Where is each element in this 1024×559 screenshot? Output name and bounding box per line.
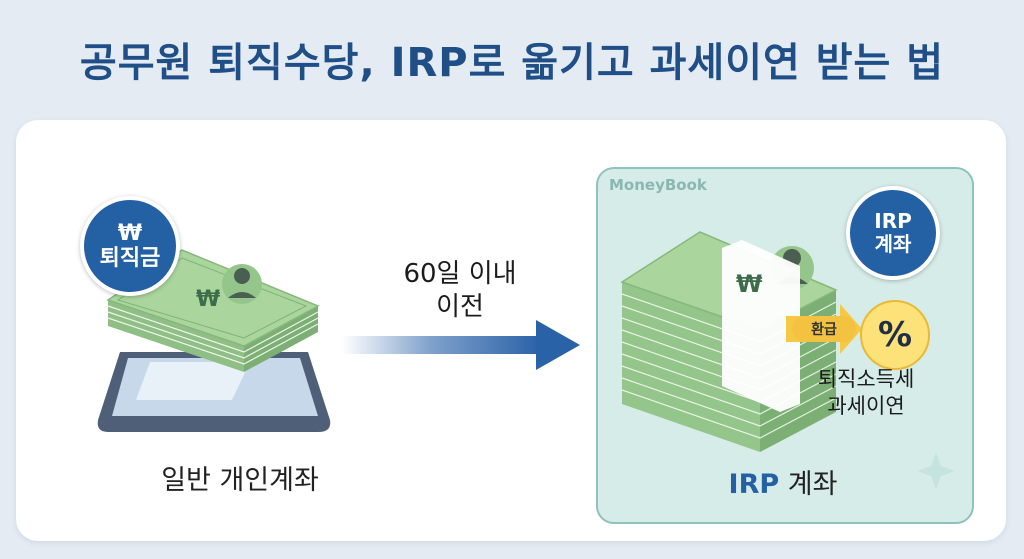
retirement-pay-badge: ₩ 퇴직금	[80, 196, 180, 296]
tablet-device	[97, 352, 331, 432]
transfer-line-2: 이전	[436, 291, 484, 322]
irp-label-bold: IRP	[728, 469, 780, 500]
irp-account-label: IRP 계좌	[596, 462, 970, 501]
irp-label-rest: 계좌	[779, 469, 838, 500]
irp-account-badge: IRP 계좌	[846, 186, 940, 280]
badge-line-2: 계좌	[874, 232, 912, 256]
money-stack-right	[620, 231, 838, 452]
page-title: 공무원 퇴직수당, IRP로 옮기고 과세이연 받는 법	[79, 40, 945, 86]
tax-line-2: 과세이연	[827, 394, 905, 419]
refund-label: 환급	[811, 322, 837, 338]
transfer-arrow	[342, 320, 580, 370]
badge-label: 퇴직금	[99, 246, 161, 271]
refund-tag: 환급	[792, 316, 856, 342]
tax-deferral-label: 퇴직소득세 과세이연	[800, 366, 932, 421]
brand-watermark: MoneyBook	[609, 176, 707, 194]
badge-line-1: IRP	[874, 209, 912, 233]
transfer-line-1: 60일 이내	[403, 259, 517, 289]
transfer-label: 60일 이내 이전	[360, 258, 560, 323]
bill-won-mark-left: ₩	[196, 287, 220, 312]
general-account-label: 일반 개인계좌	[161, 465, 319, 496]
tax-line-1: 퇴직소득세	[817, 367, 915, 391]
percent-icon: %	[860, 300, 930, 370]
bill-won-mark-right: ₩	[736, 270, 763, 298]
won-icon: ₩	[117, 220, 143, 246]
sparkle-icon	[917, 452, 955, 490]
